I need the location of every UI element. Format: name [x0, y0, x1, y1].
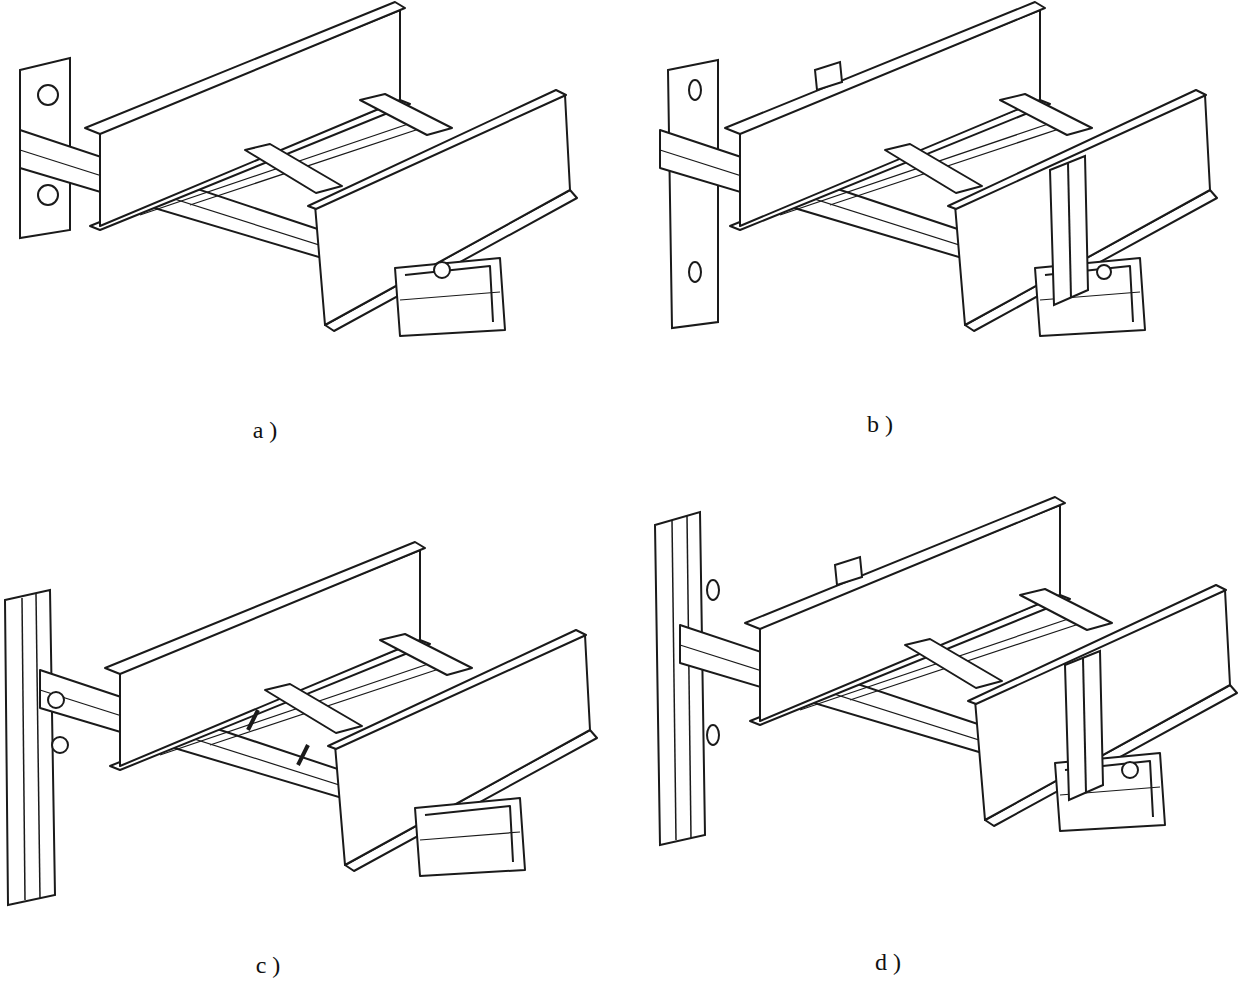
bracket-c	[5, 542, 597, 905]
bracket-b	[660, 2, 1217, 336]
figure-label: c )	[256, 953, 281, 977]
bracket-d	[655, 497, 1237, 845]
bracket-a	[20, 2, 577, 336]
figure-label: a )	[253, 418, 278, 442]
figure-label: d )	[875, 950, 901, 974]
figure-label: b )	[867, 412, 893, 436]
